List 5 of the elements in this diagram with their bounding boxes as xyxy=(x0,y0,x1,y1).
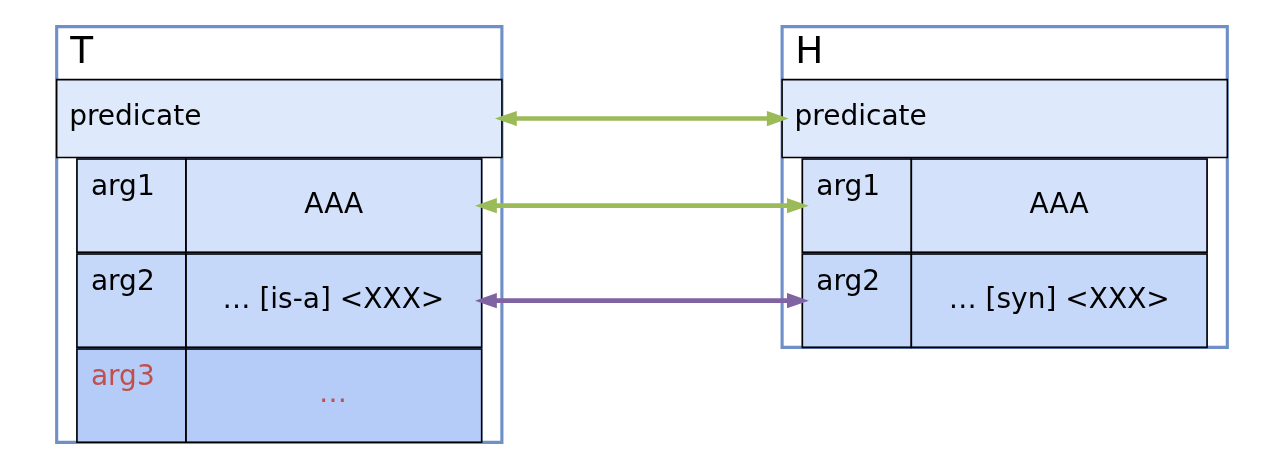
arrow xyxy=(475,293,809,309)
arrow xyxy=(475,198,809,214)
node-box: predicate xyxy=(781,78,1229,159)
arrow xyxy=(494,110,789,127)
node-box: predicate xyxy=(55,78,503,159)
